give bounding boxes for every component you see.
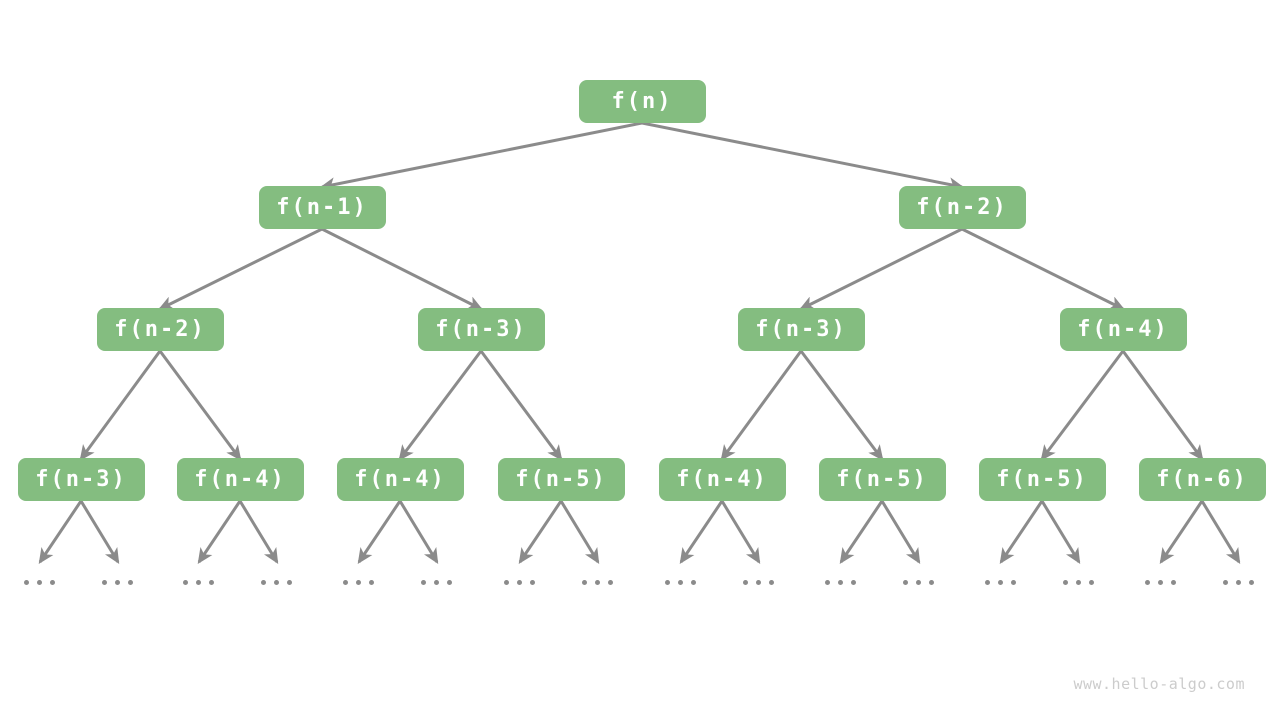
tree-node: f(n-3)	[737, 308, 865, 351]
tree-node: f(n-6)	[1138, 458, 1266, 501]
tree-node: f(n-5)	[818, 458, 946, 501]
tree-node: f(n)	[578, 80, 706, 123]
tree-node: f(n-4)	[658, 458, 786, 501]
tree-edge-arrow	[1200, 500, 1241, 565]
tree-edge-arrow	[720, 500, 761, 565]
tree-edge-arrow	[79, 500, 120, 565]
ellipsis	[743, 580, 774, 585]
tree-edge-arrow	[641, 121, 965, 192]
ellipsis	[985, 580, 1016, 585]
ellipsis	[665, 580, 696, 585]
tree-edge-arrow	[880, 500, 921, 565]
ellipsis	[261, 580, 292, 585]
tree-edge-arrow	[238, 500, 279, 565]
ellipsis	[1223, 580, 1254, 585]
ellipsis	[24, 580, 55, 585]
tree-edge-arrow	[197, 500, 242, 564]
tree-node: f(n-3)	[417, 308, 545, 351]
ellipsis	[343, 580, 374, 585]
tree-node: f(n-4)	[1059, 308, 1187, 351]
tree-node: f(n-5)	[497, 458, 625, 501]
ellipsis	[102, 580, 133, 585]
tree-edge-arrow	[157, 227, 323, 311]
ellipsis	[504, 580, 535, 585]
tree-edge-arrow	[961, 227, 1126, 311]
tree-edge-arrow	[679, 500, 724, 564]
tree-edge-arrow	[158, 350, 242, 461]
tree-node: f(n-2)	[96, 308, 224, 351]
ellipsis	[1063, 580, 1094, 585]
tree-edge-arrow	[357, 500, 402, 564]
tree-edge-arrow	[798, 227, 963, 311]
tree-node: f(n-4)	[336, 458, 464, 501]
tree-edge-arrow	[1159, 500, 1204, 564]
ellipsis	[421, 580, 452, 585]
ellipsis	[825, 580, 856, 585]
tree-edge-arrow	[1121, 350, 1204, 461]
tree-edge-arrow	[559, 500, 600, 565]
tree-edge-arrow	[999, 500, 1044, 564]
tree-edge-arrow	[720, 350, 803, 461]
ellipsis	[183, 580, 214, 585]
tree-edge-arrow	[321, 227, 484, 311]
tree-edge-arrow	[839, 500, 884, 564]
tree-node: f(n-4)	[176, 458, 304, 501]
tree-node: f(n-5)	[978, 458, 1106, 501]
tree-edge-arrow	[1040, 500, 1081, 565]
tree-edge-arrow	[518, 500, 563, 564]
ellipsis	[903, 580, 934, 585]
tree-edge-arrow	[1040, 350, 1125, 461]
tree-edge-arrow	[38, 500, 83, 564]
watermark: www.hello-algo.com	[1073, 675, 1245, 693]
tree-node: f(n-3)	[17, 458, 145, 501]
tree-edge-arrow	[319, 121, 643, 192]
ellipsis	[582, 580, 613, 585]
tree-edge-arrow	[799, 350, 884, 461]
ellipsis	[1145, 580, 1176, 585]
tree-edge-arrow	[79, 350, 162, 461]
tree-edge-arrow	[398, 500, 439, 565]
tree-node: f(n-1)	[258, 186, 386, 229]
tree-node: f(n-2)	[898, 186, 1026, 229]
tree-edge-arrow	[479, 350, 563, 461]
tree-edge-arrow	[398, 350, 483, 461]
